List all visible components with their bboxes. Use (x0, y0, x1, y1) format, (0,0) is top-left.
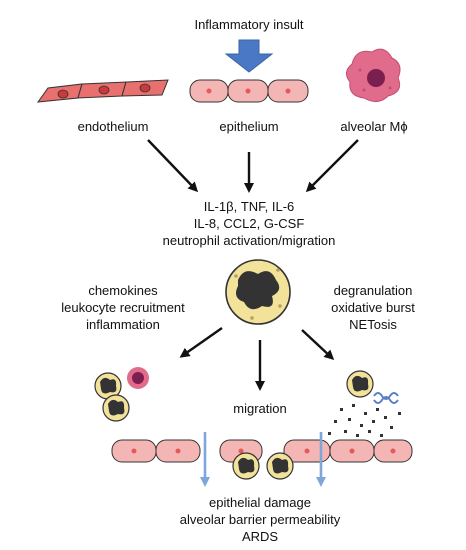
outcome-line: alveolar barrier permeability (179, 512, 341, 527)
migration-label: migration (233, 401, 287, 416)
left-effects-block: chemokines leukocyte recruitment inflamm… (61, 282, 185, 333)
arrow-endothelium (147, 139, 199, 193)
migrating-neutrophils (232, 452, 294, 480)
epithelium-layer-bottom (111, 439, 413, 463)
mediators-block: IL-1β, TNF, IL-6 IL-8, CCL2, G-CSF neutr… (163, 198, 336, 249)
right-cell-cluster (328, 370, 401, 437)
arrow-macrophage (305, 139, 359, 193)
arrow-left-effects (179, 327, 223, 358)
left-effect-line: inflammation (86, 317, 160, 332)
right-effect-line: NETosis (349, 317, 397, 332)
alveolar-macrophage (346, 48, 401, 102)
label-epithelium: epithelium (219, 119, 279, 134)
outcomes-block: epithelial damage alveolar barrier perme… (180, 494, 340, 545)
mediator-line: IL-8, CCL2, G-CSF (193, 216, 305, 231)
insult-title: Inflammatory insult (194, 17, 304, 32)
epithelium-cells (189, 79, 309, 103)
right-effects-block: degranulation oxidative burst NETosis (331, 282, 415, 333)
insult-arrow (224, 39, 274, 73)
label-endothelium: endothelium (77, 119, 149, 134)
left-effect-line: leukocyte recruitment (61, 300, 185, 315)
right-effect-line: degranulation (333, 283, 413, 298)
endothelium-cells (36, 79, 169, 103)
neutrophil-central (225, 259, 291, 325)
left-cell-cluster (94, 367, 149, 422)
left-effect-line: chemokines (88, 283, 158, 298)
mediator-line: neutrophil activation/migration (162, 233, 336, 248)
right-effect-line: oxidative burst (331, 300, 415, 315)
outcome-line: epithelial damage (209, 495, 311, 510)
mediator-line: IL-1β, TNF, IL-6 (203, 199, 295, 214)
outcome-line: ARDS (241, 529, 279, 544)
arrow-right-effects (301, 329, 335, 361)
label-alveolar-macrophage: alveolar Mϕ (340, 119, 408, 134)
